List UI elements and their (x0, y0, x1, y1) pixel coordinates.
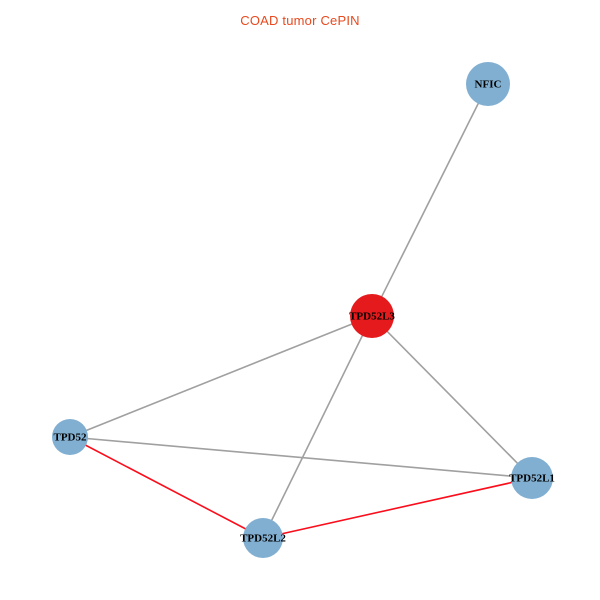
graph-edge-tpd52l3-tpd52l1 (371, 315, 533, 479)
node-circle-tpd52[interactable] (52, 419, 88, 455)
node-label-nfic: NFIC (475, 79, 502, 91)
node-label-tpd52l2: TPD52L2 (240, 533, 286, 545)
node-circle-tpd52l1[interactable] (511, 457, 553, 499)
graph-edge-tpd52-tpd52l2 (69, 436, 264, 539)
graph-edge-tpd52l2-tpd52l1 (262, 477, 533, 539)
graph-node-tpd52[interactable]: TPD52 (52, 419, 88, 455)
graph-edge-tpd52l3-tpd52l2 (262, 315, 373, 539)
graph-edge-tpd52l3-nfic (371, 83, 489, 317)
node-circle-nfic[interactable] (466, 62, 510, 106)
edge-layer (69, 83, 533, 539)
graph-node-tpd52l2[interactable]: TPD52L2 (240, 518, 286, 558)
graph-node-nfic[interactable]: NFIC (466, 62, 510, 106)
graph-edge-tpd52l3-tpd52 (69, 315, 373, 438)
graph-edge-tpd52-tpd52l1 (69, 436, 533, 479)
graph-node-tpd52l3[interactable]: TPD52L3 (349, 294, 395, 338)
graph-node-tpd52l1[interactable]: TPD52L1 (509, 457, 555, 499)
node-label-tpd52l1: TPD52L1 (509, 473, 555, 485)
node-label-tpd52l3: TPD52L3 (349, 311, 395, 323)
node-circle-tpd52l3[interactable] (350, 294, 394, 338)
page-title: COAD tumor CePIN (240, 13, 360, 28)
node-label-tpd52: TPD52 (54, 432, 88, 444)
node-circle-tpd52l2[interactable] (243, 518, 283, 558)
